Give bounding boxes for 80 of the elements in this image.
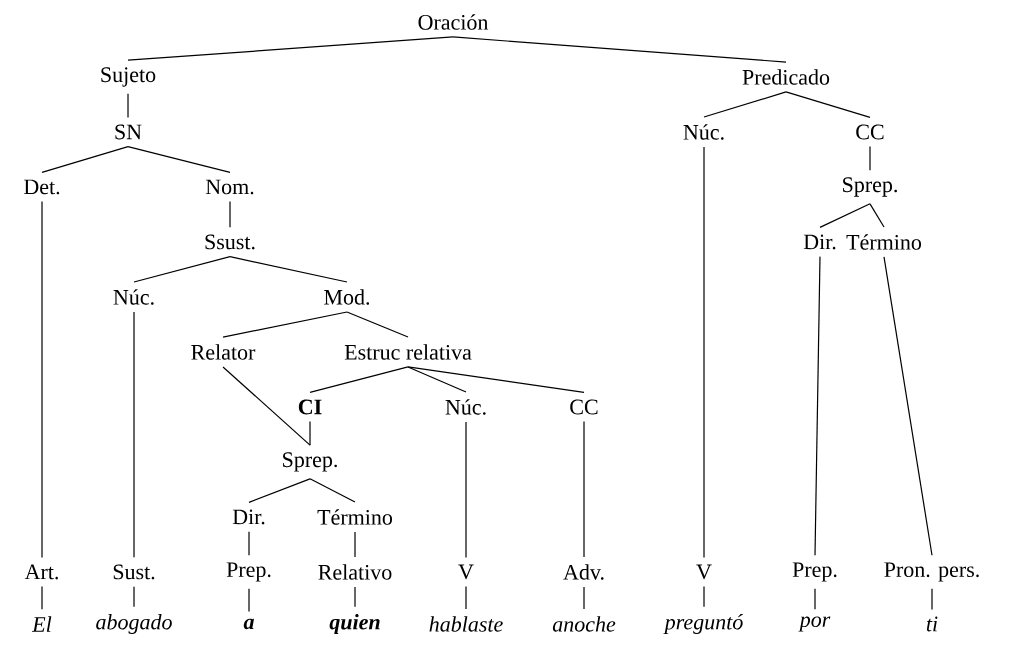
tree-branch bbox=[248, 588, 250, 613]
tree-branch bbox=[41, 586, 43, 610]
constituent-label: Dir. bbox=[232, 509, 265, 525]
tree-branch bbox=[309, 478, 356, 503]
tree-branch bbox=[583, 586, 585, 610]
constituent-label: CC bbox=[570, 399, 598, 415]
constituent-label: Sust. bbox=[113, 564, 155, 580]
constituent-label: Núc. bbox=[445, 399, 486, 415]
tree-branch bbox=[229, 200, 231, 228]
constituent-label: Prep. bbox=[226, 562, 271, 582]
tree-branch bbox=[452, 36, 787, 63]
constituent-label: Término bbox=[846, 234, 922, 250]
tree-branch bbox=[407, 366, 585, 393]
tree-branch bbox=[583, 421, 585, 558]
constituent-label: Oración bbox=[418, 14, 489, 30]
tree-branch bbox=[127, 93, 129, 118]
constituent-label: Estruc relativa bbox=[344, 344, 472, 360]
constituent-label: Sujeto bbox=[101, 67, 156, 87]
tree-branch bbox=[883, 256, 933, 556]
tree-branch bbox=[931, 588, 933, 610]
constituent-label: Prep. bbox=[792, 562, 837, 582]
constituent-label: Adv. bbox=[563, 564, 604, 580]
constituent-label: V bbox=[696, 564, 712, 580]
word-label: quien bbox=[329, 614, 380, 634]
constituent-label: Art. bbox=[24, 564, 58, 580]
constituent-label: SN bbox=[115, 124, 142, 140]
constituent-label: Sprep. bbox=[283, 452, 337, 472]
tree-branch bbox=[346, 311, 409, 338]
word-label: por bbox=[798, 616, 831, 632]
tree-branch bbox=[309, 421, 311, 446]
tree-branch bbox=[354, 586, 356, 608]
constituent-label: Relativo bbox=[318, 564, 392, 580]
tree-branch bbox=[41, 200, 43, 558]
constituent-label: Relator bbox=[191, 344, 256, 360]
tree-branch bbox=[407, 366, 467, 393]
tree-branch bbox=[127, 36, 454, 61]
tree-branch bbox=[222, 311, 348, 338]
word-label: El bbox=[32, 616, 52, 632]
constituent-label: Núc. bbox=[683, 124, 724, 140]
tree-branch bbox=[703, 146, 705, 558]
constituent-label: Det. bbox=[24, 179, 60, 195]
word-label: ti bbox=[926, 616, 938, 632]
tree-branch bbox=[309, 366, 409, 393]
constituent-label: Mod. bbox=[324, 289, 370, 305]
constituent-label: CC bbox=[856, 124, 884, 140]
tree-branch bbox=[133, 311, 135, 558]
constituent-label: Predicado bbox=[742, 69, 830, 85]
tree-branch bbox=[248, 478, 311, 503]
tree-branch bbox=[785, 91, 871, 118]
constituent-label: CI bbox=[298, 399, 322, 415]
tree-branch bbox=[133, 586, 135, 608]
constituent-label: Nom. bbox=[205, 179, 254, 195]
tree-branch bbox=[133, 256, 231, 283]
word-label: abogado bbox=[96, 614, 172, 634]
tree-branch bbox=[869, 146, 871, 171]
tree-branch bbox=[465, 421, 467, 558]
tree-branch bbox=[248, 531, 250, 556]
constituent-label: Dir. bbox=[803, 234, 836, 250]
constituent-label: Término bbox=[317, 509, 393, 525]
constituent-label: Ssust. bbox=[205, 234, 255, 250]
word-label: a bbox=[243, 618, 254, 630]
word-label: preguntó bbox=[663, 614, 743, 634]
tree-branch bbox=[819, 203, 871, 228]
constituent-label: Pron. pers. bbox=[884, 562, 979, 582]
word-label: hablaste bbox=[429, 616, 503, 632]
constituent-label: Sprep. bbox=[843, 177, 897, 197]
tree-branch bbox=[465, 585, 467, 610]
constituent-label: V bbox=[458, 564, 474, 580]
tree-branch bbox=[41, 146, 129, 174]
tree-branch bbox=[869, 203, 885, 228]
tree-branch bbox=[222, 366, 311, 446]
constituent-label: Núc. bbox=[113, 289, 154, 305]
tree-branch bbox=[814, 588, 816, 610]
tree-branch bbox=[814, 256, 821, 556]
tree-branch bbox=[354, 531, 356, 558]
tree-branch bbox=[703, 91, 787, 118]
tree-branch bbox=[229, 256, 348, 283]
tree-branch bbox=[703, 585, 705, 608]
word-label: anoche bbox=[552, 616, 616, 632]
tree-branch bbox=[127, 146, 231, 174]
